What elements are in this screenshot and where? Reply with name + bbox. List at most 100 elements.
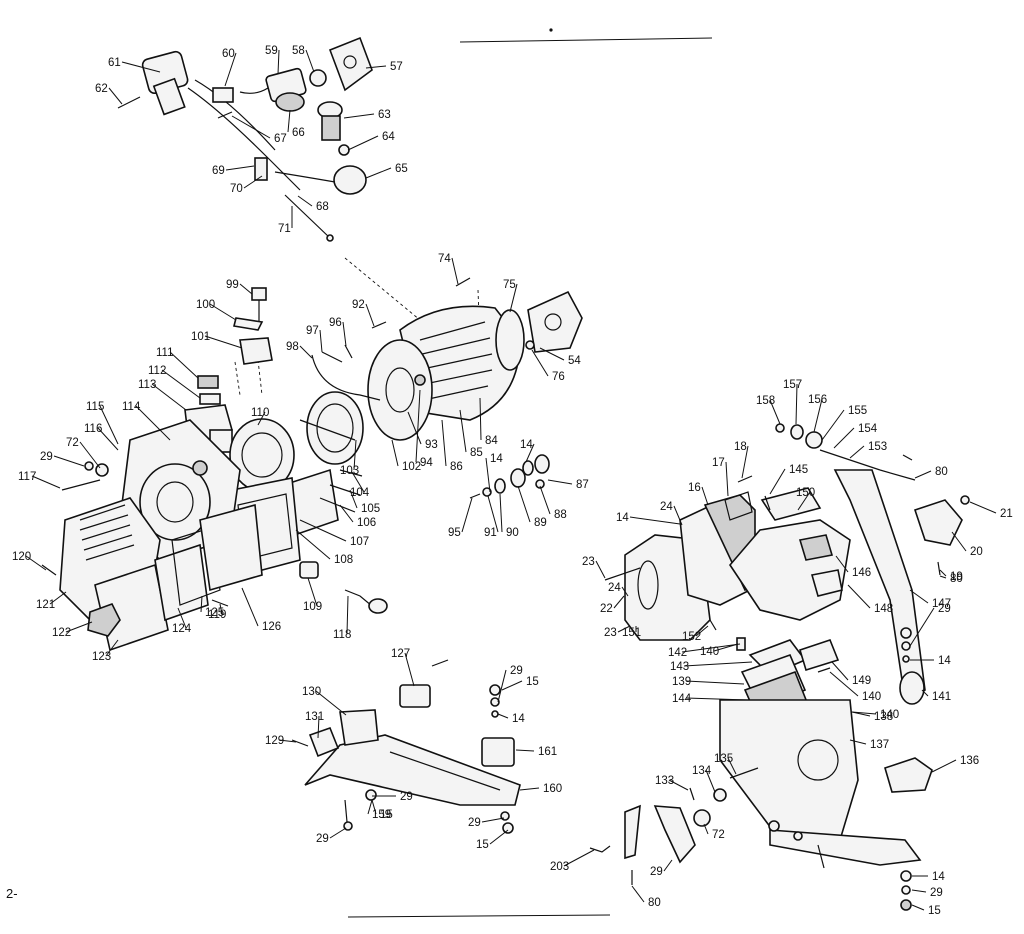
screw-97-b — [902, 454, 913, 461]
leader-line — [481, 817, 505, 823]
callout-label: 23 — [604, 627, 617, 639]
callout-label: 89 — [534, 517, 547, 529]
callout-label: 106 — [357, 517, 376, 529]
callout-label: 140 — [880, 709, 899, 721]
callout-label: 149 — [852, 675, 871, 687]
callout-label: 71 — [278, 223, 291, 235]
leader-line — [365, 65, 387, 69]
screw-127-b — [291, 739, 309, 747]
callout-label: 80 — [950, 573, 963, 585]
housing-vents-119 — [79, 504, 135, 561]
bolt-99 — [251, 287, 267, 301]
bearing-87 — [534, 454, 550, 474]
callout-label: 74 — [438, 253, 451, 265]
leader-line — [741, 445, 749, 479]
callout-label: 116 — [84, 423, 102, 435]
nut-94 — [414, 374, 426, 386]
starter-54 — [527, 290, 583, 353]
callout-label: 155 — [848, 405, 867, 417]
leader-line — [489, 829, 509, 845]
leader-line — [939, 575, 947, 579]
callout-label: 15 — [928, 905, 941, 917]
leader-line — [695, 625, 709, 637]
bolt-94 — [344, 799, 348, 823]
engine-group — [41, 257, 583, 652]
rod-156 — [819, 449, 881, 471]
throttle-153 — [913, 499, 963, 546]
leader-line — [914, 470, 932, 479]
part-116 — [192, 460, 208, 476]
washer-90 — [494, 478, 506, 494]
callout-label: 152 — [682, 631, 701, 643]
callout-label: 136 — [960, 755, 979, 767]
wire-tube — [187, 87, 301, 191]
clamp-70 — [254, 157, 268, 181]
leader-line — [831, 661, 849, 681]
callout-label: 80 — [648, 897, 661, 909]
callout-label: 29 — [316, 833, 329, 845]
callout-label: 123 — [92, 651, 111, 663]
callout-label: 22 — [600, 603, 613, 615]
muffler-port-23 — [637, 560, 659, 610]
callout-label: 203 — [550, 861, 569, 873]
callout-label: 70 — [230, 183, 243, 195]
callout-label: 114 — [122, 401, 141, 413]
leader-line — [847, 584, 871, 609]
callout-label: 157 — [783, 379, 802, 391]
leader-line — [287, 109, 291, 133]
leader-line — [939, 569, 947, 577]
screw-97 — [321, 351, 343, 363]
part-66 — [275, 92, 305, 112]
callout-label: 21 — [1000, 508, 1013, 520]
part-112 — [199, 393, 221, 405]
callout-label: 147 — [932, 598, 951, 610]
callout-label: 131 — [305, 711, 324, 723]
leader-line — [485, 457, 491, 493]
leader-line — [49, 591, 67, 605]
callout-label: 120 — [12, 551, 31, 563]
callout-label: 64 — [382, 131, 395, 143]
callout-label: 20 — [970, 546, 983, 558]
leader-line — [497, 669, 507, 703]
leader-line — [404, 652, 415, 687]
leader-line — [53, 455, 85, 467]
washer-29-g — [901, 885, 911, 895]
leader-line — [683, 661, 753, 667]
leader-line — [835, 555, 849, 573]
washer-29-f — [901, 641, 911, 651]
callout-label: 29 — [938, 603, 951, 615]
callout-label: 68 — [316, 201, 329, 213]
bolt-16 — [604, 567, 641, 581]
callout-label: 161 — [538, 746, 557, 758]
callout-label: 63 — [378, 109, 391, 121]
screw-62 — [117, 96, 141, 109]
leader-line — [497, 713, 509, 719]
callout-label: 66 — [292, 127, 305, 139]
part-104 — [329, 484, 361, 496]
bottom-rule — [347, 914, 611, 918]
leader-line — [105, 639, 119, 657]
callout-label: 112 — [148, 365, 166, 377]
callout-label: 14 — [616, 512, 629, 524]
callout-label: 29 — [510, 665, 523, 677]
leader-line — [911, 889, 927, 893]
callout-label: 124 — [172, 623, 192, 635]
washer-72-b — [768, 820, 780, 832]
mount-125-b — [339, 709, 379, 746]
callout-label: 62 — [95, 83, 108, 95]
leader-line — [407, 411, 422, 445]
base-139 — [769, 829, 922, 866]
leader-line — [243, 175, 263, 189]
callout-label: 98 — [286, 341, 299, 353]
block-101 — [239, 337, 273, 365]
washer-161 — [775, 423, 785, 433]
leader-line — [563, 849, 595, 867]
callout-label: 151 — [622, 627, 641, 639]
leader-line — [797, 491, 811, 511]
callout-label: 159 — [372, 809, 391, 821]
leader-line — [911, 904, 925, 911]
leader-line — [219, 603, 223, 615]
leader-line — [204, 335, 243, 349]
nut-15-b — [502, 822, 514, 834]
dot-mark — [549, 28, 553, 32]
